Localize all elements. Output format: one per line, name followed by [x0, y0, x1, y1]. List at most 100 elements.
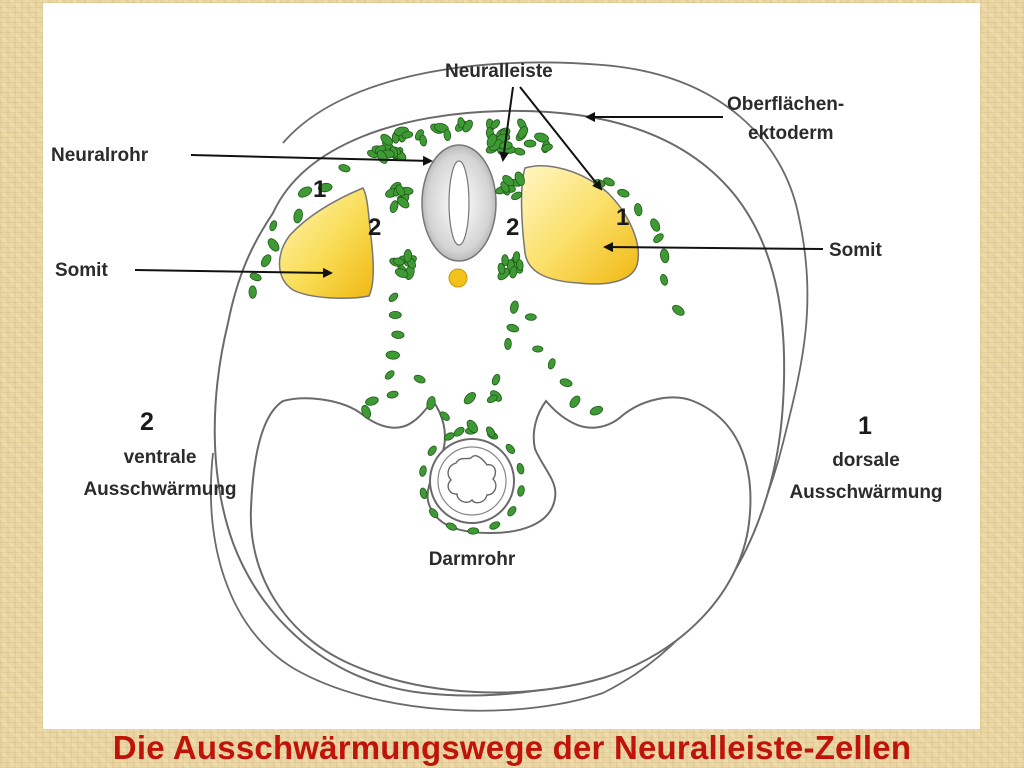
- neural-crest-cell: [506, 323, 520, 333]
- neural-crest-cell: [260, 254, 272, 268]
- neural-crest-cell: [603, 177, 615, 187]
- label-oberflaechen-line2: ektoderm: [748, 123, 834, 144]
- neural-crest-cell: [365, 396, 379, 406]
- neural-crest-cell: [403, 249, 413, 263]
- label-ventral-line2: Ausschwärmung: [83, 479, 236, 500]
- neural-crest-cell: [392, 257, 405, 266]
- neural-crest-cell: [505, 443, 515, 454]
- neural-crest-cell: [509, 266, 518, 279]
- neural-crest-cell: [516, 259, 524, 271]
- label-ventral-line1: ventrale: [124, 447, 197, 468]
- neural-crest-cell: [517, 125, 529, 139]
- neural-crest-cell: [419, 465, 427, 477]
- neural-crest-cell: [457, 117, 465, 129]
- neural-crest-cell: [497, 262, 506, 275]
- marker-left-1: 1: [313, 176, 326, 203]
- neural-tube-lumen: [448, 160, 470, 246]
- label-somit-right: Somit: [829, 240, 882, 261]
- arrow-somit-right: [603, 242, 824, 253]
- label-oberflaechen-line1: Oberflächen-: [727, 94, 844, 115]
- neural-crest-cell: [501, 254, 509, 267]
- neural-crest-cell: [388, 292, 399, 303]
- neural-crest-cell: [491, 373, 501, 386]
- neural-crest-cell: [524, 313, 537, 321]
- neural-crest-cell: [385, 350, 400, 360]
- marker-right-2: 2: [506, 214, 519, 241]
- neural-crest-cell: [338, 164, 351, 173]
- neural-crest-cell: [386, 390, 399, 399]
- neural-crest-cell: [453, 426, 465, 437]
- neural-crest-cell: [510, 300, 519, 314]
- neural-crest-cell: [361, 404, 372, 419]
- neural-crest-cell: [486, 133, 497, 148]
- neural-crest-cell: [395, 184, 406, 197]
- neural-crest-cell: [541, 143, 553, 152]
- neural-crest-cell: [653, 233, 664, 243]
- label-ventral-number: 2: [140, 408, 154, 436]
- neural-crest-cell: [617, 188, 630, 198]
- neural-crest-cell: [502, 175, 515, 187]
- somite-left: [278, 187, 375, 299]
- neural-crest-cell: [650, 218, 661, 232]
- arrow-somit-left: [134, 267, 333, 278]
- neural-crest-cell: [380, 133, 393, 146]
- neural-crest-cell: [293, 208, 303, 224]
- neural-crest-cell: [462, 119, 473, 133]
- neural-crest-cell: [426, 396, 436, 411]
- neural-crest-cell: [384, 370, 395, 380]
- label-darmrohr: Darmrohr: [429, 549, 516, 570]
- neural-crest-cells: [248, 117, 685, 535]
- neural-crest-cell: [511, 191, 523, 201]
- outer-ectoderm-outline: [210, 61, 809, 712]
- neural-crest-cell: [269, 220, 278, 232]
- neural-crest-cell: [504, 337, 512, 350]
- neural-crest-cell: [439, 411, 450, 421]
- neural-crest-cell: [490, 119, 500, 130]
- neural-crest-cell: [660, 248, 670, 264]
- neural-crest-cell: [516, 462, 525, 475]
- neural-crest-cell: [249, 272, 262, 282]
- neural-crest-cell: [569, 395, 581, 408]
- neural-crest-cell: [489, 521, 501, 530]
- arrow-neuralrohr: [190, 154, 433, 166]
- neural-crest-diagram: 1 2 2 1 Neuralleiste Oberflächen- ektode…: [51, 61, 943, 712]
- neural-crest-cell: [401, 131, 414, 139]
- body-cavity: [249, 396, 752, 694]
- neural-crest-cell: [485, 426, 496, 438]
- arrow-neuralleiste-left: [499, 86, 514, 162]
- neural-crest-cell: [463, 392, 476, 405]
- neural-crest-cell: [267, 238, 280, 252]
- neural-crest-cell: [514, 171, 525, 186]
- neural-crest-cell: [534, 132, 549, 143]
- neural-crest-cell: [559, 378, 573, 388]
- arrow-neuralleiste-right: [519, 86, 603, 191]
- neural-crest-cell: [466, 419, 478, 434]
- neural-crest-cell: [389, 200, 399, 213]
- gut-lumen: [447, 455, 497, 504]
- marker-right-1: 1: [616, 204, 629, 231]
- neural-crest-cell: [419, 134, 428, 147]
- neural-crest-cell: [517, 485, 525, 497]
- neural-crest-cell: [486, 394, 498, 404]
- neural-crest-cell: [445, 522, 457, 531]
- slide-caption: Die Ausschwärmungswege der Neuralleiste-…: [112, 729, 912, 766]
- neural-crest-cell: [589, 405, 603, 416]
- neural-crest-cell: [394, 268, 409, 279]
- neural-crest-cell: [443, 129, 452, 142]
- neural-crest-cell: [397, 196, 410, 209]
- neural-crest-cell: [532, 345, 544, 353]
- label-arrows: [134, 86, 824, 278]
- neural-crest-cell: [467, 527, 480, 535]
- neural-crest-cell: [507, 506, 517, 517]
- neural-crest-cell: [248, 285, 257, 299]
- label-dorsal-line1: dorsale: [832, 450, 900, 471]
- label-somit-left: Somit: [55, 260, 108, 281]
- neural-crest-cell: [429, 508, 439, 519]
- neural-crest-cell: [419, 487, 428, 500]
- label-dorsal-number: 1: [858, 412, 872, 440]
- neural-crest-cell: [297, 186, 313, 198]
- label-dorsal-line2: Ausschwärmung: [789, 482, 942, 503]
- neural-crest-cell: [427, 445, 437, 456]
- neural-crest-cell: [634, 203, 643, 217]
- neural-crest-cell: [388, 310, 402, 320]
